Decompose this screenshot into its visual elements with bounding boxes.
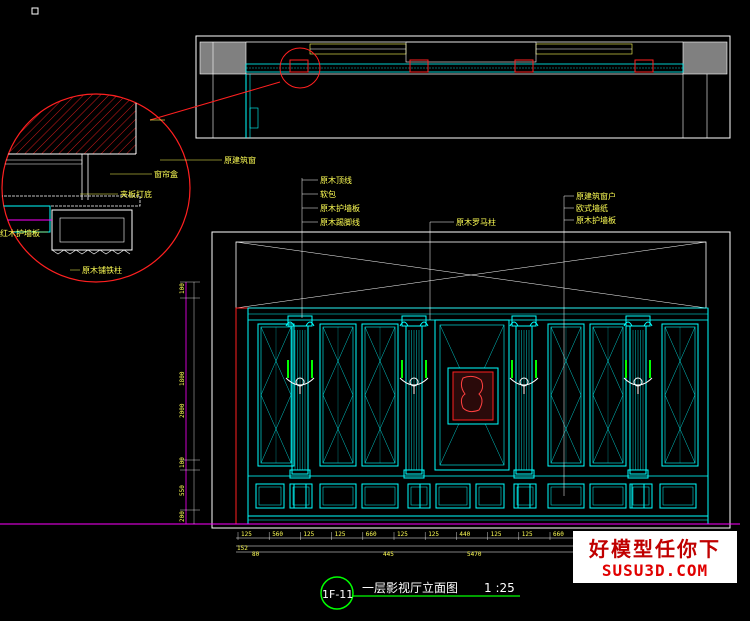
wainscot-panel xyxy=(475,483,505,509)
vertical-dimensions xyxy=(180,281,200,524)
plan-section xyxy=(195,35,731,139)
elevation-leaders xyxy=(301,178,574,496)
bottom-dim-label: 125 xyxy=(522,531,533,538)
bottom-dim-label: 125 xyxy=(303,531,314,538)
callout-right-1: 原建筑窗户 xyxy=(576,191,616,201)
vdim-6: 200 xyxy=(179,511,186,522)
total-dim-2: 80 xyxy=(252,551,260,558)
callout-left-3: 原木护墙板 xyxy=(320,203,360,213)
total-dim-3: 445 xyxy=(383,551,394,558)
wainscot-panel xyxy=(547,483,585,509)
callout-right-2: 欧式墙纸 xyxy=(576,203,608,213)
callout-left-2: 软包 xyxy=(320,189,336,199)
watermark-line2: SUSU3D.COM xyxy=(601,561,709,580)
sheet-circle xyxy=(320,576,354,610)
drawing-title: 一层影视厅立面图 xyxy=(362,580,458,595)
wall-panel xyxy=(661,323,699,467)
drawing-scale: 1 :25 xyxy=(484,581,515,595)
callout-c4: 红木护墙板 xyxy=(0,228,40,238)
wall-panel xyxy=(257,323,295,467)
bottom-dim-label: 660 xyxy=(366,531,377,538)
detail-callout xyxy=(1,93,222,283)
callout-c3: 夹板打底 xyxy=(120,189,152,199)
callout-left-4: 原木踢脚线 xyxy=(320,217,360,227)
watermark-line1: 好模型任你下 xyxy=(589,537,721,561)
bottom-dim-label: 125 xyxy=(241,531,252,538)
wall-panel xyxy=(319,323,357,467)
roman-pilaster xyxy=(399,315,429,509)
bottom-dim-label: 560 xyxy=(272,531,283,538)
bottom-dim-label: 125 xyxy=(397,531,408,538)
vdim-4: 100 xyxy=(179,457,186,468)
vdim-2: 1800 xyxy=(179,371,186,386)
total-dim-1: 152 xyxy=(237,545,248,552)
wainscot-panel xyxy=(589,483,627,509)
detail-leader xyxy=(149,81,281,121)
roman-pilaster xyxy=(509,315,539,509)
corner-marker xyxy=(31,7,39,15)
sheet-id: 1F-11 xyxy=(322,588,353,601)
wainscot-panel xyxy=(435,483,471,509)
wainscot-panel xyxy=(319,483,357,509)
wainscot-panel xyxy=(407,483,431,509)
wall-panels xyxy=(257,323,699,467)
bottom-dim-label: 125 xyxy=(428,531,439,538)
wainscot-panel xyxy=(629,483,653,509)
callout-center: 原木罗马柱 xyxy=(456,217,496,227)
callout-left-1: 原木顶线 xyxy=(320,175,352,185)
title-block xyxy=(320,576,520,610)
callout-c5: 原木铺铁柱 xyxy=(82,265,122,275)
bottom-dim-label: 125 xyxy=(491,531,502,538)
pilasters xyxy=(285,315,653,509)
elevation-view xyxy=(0,231,740,529)
bottom-dim-label: 125 xyxy=(335,531,346,538)
vdim-5: 550 xyxy=(179,485,186,496)
wall-panel xyxy=(589,323,627,467)
wall-sconce-icon xyxy=(623,360,653,394)
wall-sconce-icon xyxy=(399,360,429,394)
vdim-3: 2000 xyxy=(179,403,186,418)
wall-panel xyxy=(361,323,399,467)
vdim-1: 100 xyxy=(179,283,186,294)
callout-right-3: 原木护墙板 xyxy=(576,215,616,225)
total-dim-4: 5470 xyxy=(467,551,482,558)
callout-c2: 原建筑窗 xyxy=(224,155,256,165)
bottom-dim-label: 440 xyxy=(459,531,470,538)
watermark: 好模型任你下 SUSU3D.COM xyxy=(573,531,737,583)
wainscot-panel xyxy=(361,483,399,509)
bottom-dim-label: 660 xyxy=(553,531,564,538)
wall-sconce-icon xyxy=(285,360,315,394)
wainscot-panel xyxy=(289,483,313,509)
roman-pilaster xyxy=(285,315,315,509)
wainscot-panels xyxy=(255,483,697,509)
roman-pilaster xyxy=(623,315,653,509)
callout-c1: 窗帘盒 xyxy=(154,169,178,179)
wainscot-panel xyxy=(659,483,697,509)
wainscot-panel xyxy=(255,483,285,509)
wall-panel xyxy=(547,323,585,467)
wainscot-panel xyxy=(513,483,537,509)
wall-sconce-icon xyxy=(509,360,539,394)
